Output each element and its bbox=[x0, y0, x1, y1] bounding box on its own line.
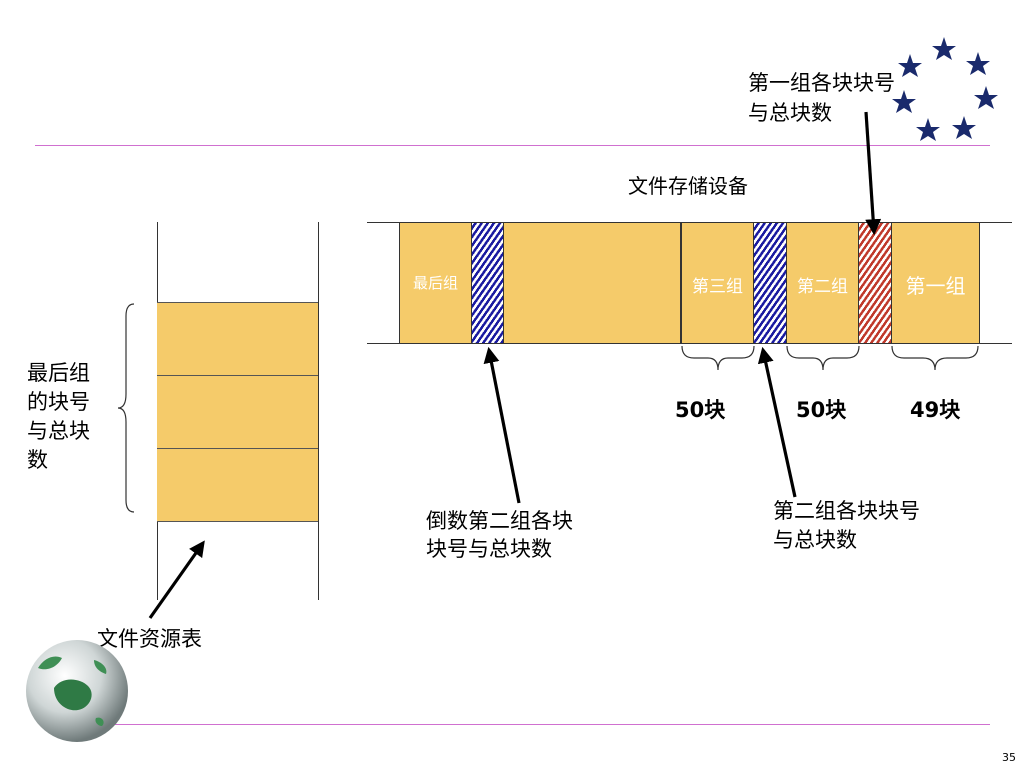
annotation-first-group-line1: 第一组各块块号 bbox=[748, 71, 895, 95]
segment-third-group: 第三组 bbox=[681, 223, 754, 343]
annotation-first-group-line2: 与总块数 bbox=[748, 101, 832, 125]
brace-label-line2: 的块号 bbox=[27, 390, 90, 414]
count-first-group: 49块 bbox=[910, 398, 961, 422]
arrow-to-second-last bbox=[483, 346, 521, 504]
segment-hatch-red bbox=[858, 223, 892, 343]
stars-circle-icon bbox=[892, 37, 998, 141]
group-braces bbox=[681, 345, 979, 371]
annotation-second-group-line1: 第二组各块块号 bbox=[773, 499, 920, 523]
arrow-to-first-group bbox=[864, 111, 882, 236]
segment-second-group: 第二组 bbox=[786, 223, 859, 343]
brace-label-line1: 最后组 bbox=[27, 361, 90, 385]
strip-bottom-line bbox=[367, 343, 1012, 344]
arrow-to-second-group bbox=[757, 346, 797, 498]
strip-top-line bbox=[367, 222, 1012, 223]
segment-label: 最后组 bbox=[412, 274, 458, 292]
globe-icon bbox=[26, 640, 128, 742]
count-third-group: 50块 bbox=[675, 398, 726, 422]
page-number: 35 bbox=[1002, 751, 1016, 764]
resource-table-right-line bbox=[318, 222, 319, 600]
annotation-second-last-line1: 倒数第二组各块 bbox=[426, 509, 573, 533]
brace-label-line4: 数 bbox=[27, 448, 48, 472]
resource-table-cell bbox=[157, 448, 318, 522]
storage-title: 文件存储设备 bbox=[628, 174, 748, 198]
top-rule bbox=[35, 145, 990, 146]
storage-strip: 最后组 第三组 第二组 第一组 bbox=[367, 222, 1012, 344]
segment-hatch-blue-1 bbox=[471, 223, 504, 343]
arrow-to-resource-table bbox=[148, 540, 205, 619]
segment-label: 第一组 bbox=[905, 274, 966, 298]
annotation-second-last-line2: 块号与总块数 bbox=[426, 537, 552, 561]
segment-first-group: 第一组 bbox=[891, 223, 980, 343]
resource-table-label: 文件资源表 bbox=[97, 627, 202, 651]
segment-plain bbox=[503, 223, 681, 343]
annotation-second-group-line2: 与总块数 bbox=[773, 528, 857, 552]
bottom-rule bbox=[100, 724, 990, 725]
brace-label-line3: 与总块 bbox=[27, 419, 90, 443]
segment-last-group: 最后组 bbox=[399, 223, 472, 343]
resource-table-cell bbox=[157, 375, 318, 448]
count-second-group: 50块 bbox=[796, 398, 847, 422]
segment-label: 第二组 bbox=[797, 277, 848, 297]
left-brace bbox=[117, 303, 135, 513]
segment-label: 第三组 bbox=[692, 277, 743, 297]
resource-table-cell bbox=[157, 302, 318, 375]
